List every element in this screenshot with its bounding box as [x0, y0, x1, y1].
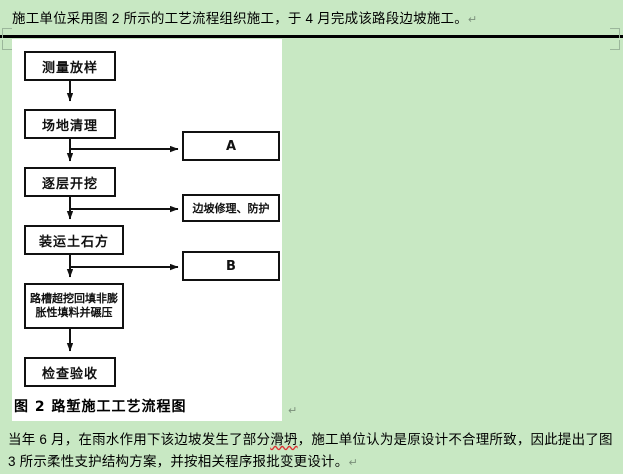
- text-boundary-corner-top-left: [2, 28, 12, 38]
- bottom-paragraph-line2: 3 所示柔性支护结构方案，并按相关程序报批变更设计。: [8, 454, 349, 469]
- text-boundary-corner-right-lower: [610, 40, 620, 50]
- flow-node-surveying: 测量放样: [24, 51, 116, 81]
- text-boundary-corner-top-right: [610, 28, 620, 38]
- top-paragraph: 施工单位采用图 2 所示的工艺流程组织施工，于 4 月完成该路段边坡施工。↵: [12, 8, 612, 31]
- bottom-paragraph-text-a: 当年 6 月，在雨水作用下该边坡发生了部分: [8, 432, 271, 447]
- bottom-paragraph-mark-icon: ↵: [348, 457, 358, 469]
- flow-node-slope-repair-protection: 边坡修理、防护: [182, 194, 280, 222]
- flowchart-connectors: [66, 81, 179, 352]
- flow-node-layered-excavation: 逐层开挖: [24, 167, 116, 197]
- flow-node-blank-b: B: [182, 251, 280, 281]
- flow-node-blank-a: A: [182, 131, 280, 161]
- bottom-paragraph-text-b: ，施工单位认为是原设计不合理所致，因此提出了图: [297, 432, 613, 447]
- flowchart-figure-image: 测量放样 场地清理 逐层开挖 装运土石方 路槽超挖回填非膨胀性填料并碾压 检查验…: [12, 39, 282, 421]
- bottom-paragraph: 当年 6 月，在雨水作用下该边坡发生了部分滑坍，施工单位认为是原设计不合理所致，…: [8, 429, 618, 474]
- caption-paragraph-mark-icon: ↵: [288, 405, 298, 417]
- paragraph-mark-icon: ↵: [467, 14, 478, 26]
- flow-node-inspection-acceptance: 检查验收: [24, 357, 116, 387]
- text-boundary-corner-left-lower: [2, 40, 12, 50]
- figure-caption: 图 2 路堑施工工艺流程图: [14, 399, 187, 415]
- flow-node-subgrade-backfill: 路槽超挖回填非膨胀性填料并碾压: [24, 283, 124, 329]
- document-horizontal-rule: [0, 35, 623, 38]
- flow-node-earth-rock-haulage: 装运土石方: [24, 225, 124, 255]
- top-paragraph-text: 施工单位采用图 2 所示的工艺流程组织施工，于 4 月完成该路段边坡施工。: [12, 11, 468, 26]
- flow-node-site-clearing: 场地清理: [24, 109, 116, 139]
- misspelled-word: 滑坍: [270, 432, 298, 447]
